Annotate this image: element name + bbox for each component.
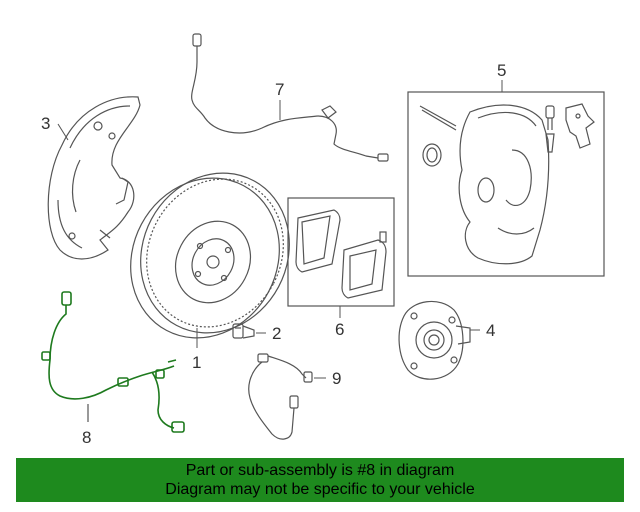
callout-4: 4 — [486, 321, 495, 340]
caliper-hardware-part — [545, 103, 595, 153]
bolt-part — [232, 323, 255, 339]
brake-pads-part — [295, 209, 387, 299]
callout-9: 9 — [332, 369, 341, 388]
callout-8: 8 — [82, 428, 91, 447]
wear-sensor-lower-part — [248, 353, 313, 440]
banner-line-1: Part or sub-assembly is #8 in diagram — [185, 462, 455, 479]
callout-3: 3 — [41, 114, 50, 133]
callout-7: 7 — [275, 80, 284, 99]
brake-shield-part — [47, 96, 141, 260]
wear-sensor-part — [191, 33, 389, 162]
pads-box — [287, 197, 395, 307]
callout-6: 6 — [335, 320, 344, 339]
callout-1: 1 — [192, 353, 201, 372]
caliper-box — [407, 91, 605, 277]
wheel-hub-part — [398, 300, 471, 380]
info-banner: Part or sub-assembly is #8 in diagram Di… — [16, 458, 624, 502]
brake-rotor-part — [130, 172, 290, 339]
caliper-part — [419, 104, 550, 265]
callout-5: 5 — [497, 61, 506, 80]
abs-sensor-part — [41, 291, 185, 433]
callout-leader-3 — [57, 123, 69, 141]
banner-line-2: Diagram may not be specific to your vehi… — [165, 481, 475, 498]
callout-2: 2 — [272, 324, 281, 343]
